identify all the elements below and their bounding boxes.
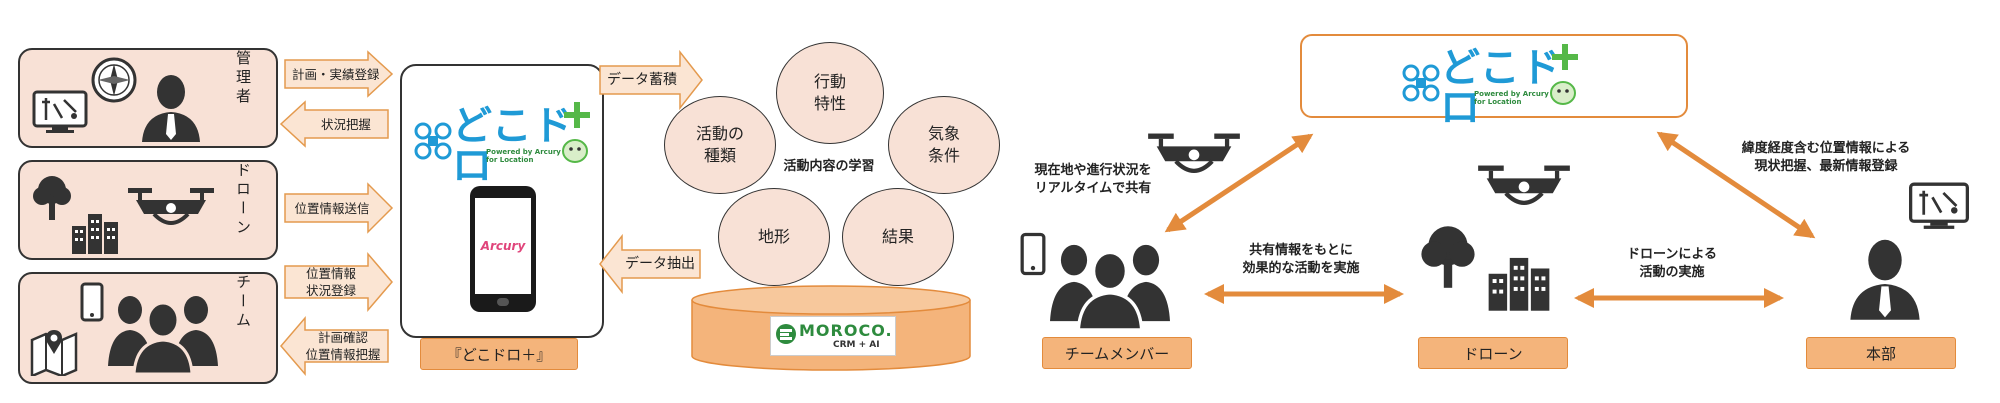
role-box-drone: ドローン [18,160,278,260]
circle-result: 結果 [842,188,954,286]
arrow-label-status-grasp: 状況把握 [320,117,371,132]
drone-logo-icon-right [1402,64,1440,102]
circle-behavior: 行動特性 [776,42,884,144]
app-box: どこドロ Powered by Arcury for Location Arcu… [400,64,604,338]
drone-icon-activity [1478,165,1570,205]
role-box-manager: 管理者 [18,48,278,148]
tag-team-member: チームメンバー [1042,337,1192,369]
phone-home-button [497,298,509,306]
arrow-label-position-send: 位置情報送信 [294,201,370,216]
right-logo-sub-1: Powered by Arcury [1474,90,1549,98]
monitor-map-icon-right [1909,182,1969,229]
arrow-label-plan-register: 計画・実績登録 [292,67,380,82]
arrow-label-plan-confirm: 計画確認 位置情報把握 [305,330,381,362]
moroco-logo: MOROCO. CRM + AI [770,316,896,356]
drone-logo-icon [414,122,452,160]
person-icon-hq [1850,239,1920,320]
tag-hq: 本部 [1806,337,1956,369]
arrow-data-extract [599,233,701,295]
role-label-team: チーム [234,274,252,331]
moroco-name: MOROCO. [799,321,893,340]
plus-logo-icon [564,102,590,128]
left-arrows-layer [279,50,394,377]
data-accumulate-label: データ蓄積 [607,72,677,88]
right-logo-sub-2: for Location [1474,98,1522,106]
buildings-icon-right [1488,257,1550,311]
shared-activity-text: 共有情報をもとに 効果的な活動を実施 [1242,243,1360,276]
moroco-mark-icon [776,324,796,344]
role-label-drone: ドローン [234,162,252,238]
app-logo: どこドロ Powered by Arcury for Location [414,100,594,186]
data-extract-label: データ抽出 [625,256,695,272]
map-pin-icon [30,330,78,376]
phone-mockup: Arcury [470,186,536,312]
arrow-status-grasp [279,100,389,148]
right-logo-text: どこドロ [1440,45,1562,131]
compass-icon [91,57,137,103]
role-box-team: チーム [18,272,278,384]
team-people-icon [108,296,218,374]
team-people-icon-right [1050,244,1170,330]
person-icon [142,75,200,142]
right-arrows-layer [1164,131,1816,308]
location-register-text: 緯度経度含む位置情報による 現状把握、最新情報登録 [1741,141,1911,174]
moroco-sub: CRM + AI [833,340,880,350]
drone-icon [128,188,214,225]
tree-icon [33,176,71,220]
arrow-plan-confirm [280,315,389,377]
logo-sub-1: Powered by Arcury [486,148,561,156]
circle-activity-type: 活動の種類 [664,96,776,194]
data-arrows-layer [599,49,703,295]
role-label-manager: 管理者 [234,50,252,107]
monitor-map-icon [32,90,88,133]
mascot-icon [562,139,588,163]
arrow-team-to-logo [1164,133,1314,233]
drone-icon-realtime [1148,133,1240,173]
tag-drone: ドローン [1418,337,1568,369]
arrow-hq-to-logo [1656,131,1816,239]
arcury-logo-text: Arcury [480,239,526,253]
plus-logo-icon-right [1552,44,1578,70]
smartphone-icon [80,282,104,322]
arrow-position-send [284,182,394,234]
app-name-tag: 『どこドロ＋』 [420,338,578,370]
arrow-position-status [284,251,393,313]
arrow-plan-register [284,50,394,98]
arrow-label-position-status: 位置情報 状況登録 [305,266,356,298]
phone-screen: Arcury [475,198,531,294]
circle-weather: 気象条件 [888,96,1000,194]
learning-label: 活動内容の学習 [783,159,875,174]
mascot-icon-right [1550,81,1576,105]
right-logo-box: どこドロ Powered by Arcury for Location [1300,34,1688,128]
right-app-logo: どこドロ Powered by Arcury for Location [1402,42,1582,128]
logo-sub-2: for Location [486,156,534,164]
arrow-data-accumulate [599,49,703,111]
realtime-share-text: 現在地や進行状況を リアルタイムで共有 [1034,163,1152,196]
logo-text: どこドロ [452,103,574,189]
drone-activity-text: ドローンによる 活動の実施 [1627,247,1717,280]
tree-icon-right [1421,226,1475,288]
smartphone-icon-right [1020,232,1046,276]
buildings-icon [72,214,118,254]
circle-terrain: 地形 [718,188,830,286]
